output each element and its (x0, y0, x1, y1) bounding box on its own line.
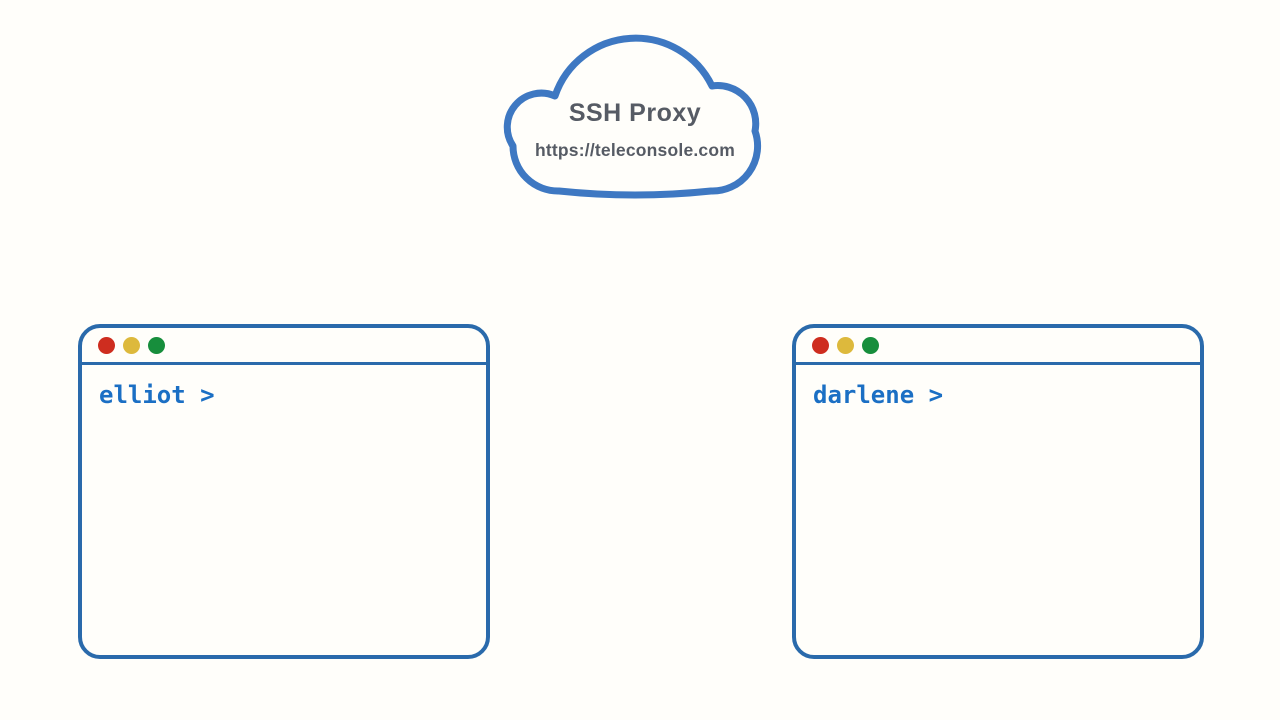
maximize-icon (148, 336, 165, 354)
close-icon (98, 336, 115, 354)
cloud-title: SSH Proxy (568, 99, 702, 127)
minimize-icon (123, 336, 140, 354)
ssh-proxy-cloud: SSH Proxy https://teleconsole.com (503, 33, 765, 199)
minimize-icon (837, 336, 854, 354)
cloud-icon (503, 34, 762, 199)
cloud-url: https://teleconsole.com (534, 140, 736, 160)
maximize-icon (862, 336, 879, 354)
terminal-window-darlene: darlene > (792, 324, 1204, 659)
terminal-prompt-darlene: darlene > (813, 381, 944, 409)
close-icon (812, 336, 829, 354)
terminal-body: darlene > (796, 365, 1200, 409)
terminal-titlebar (796, 328, 1200, 365)
terminal-titlebar (82, 328, 486, 365)
cloud-label: SSH Proxy https://teleconsole.com (505, 99, 765, 160)
terminal-body: elliot > (82, 365, 486, 409)
terminal-window-elliot: elliot > (78, 324, 490, 659)
terminal-prompt-elliot: elliot > (99, 381, 215, 409)
